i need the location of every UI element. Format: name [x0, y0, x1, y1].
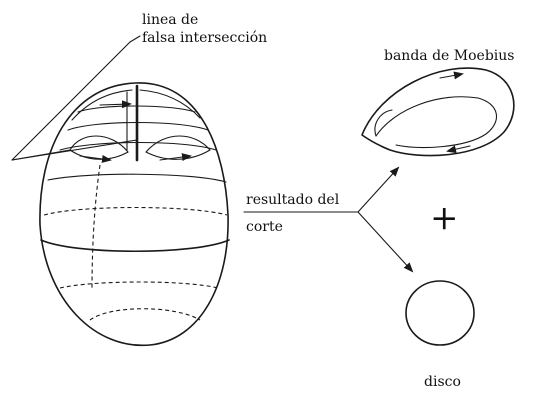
- moebius-arrow-bottom: [446, 145, 471, 154]
- cut-result-label-line2: corte: [246, 219, 283, 235]
- false-intersection-callout: linea de falsa intersección: [11, 12, 267, 161]
- plus-sign: +: [430, 198, 459, 238]
- disk-outline: [405, 280, 475, 346]
- false-intersection-label-line2: falsa intersección: [142, 30, 267, 46]
- cap-ring-3: [59, 141, 217, 151]
- leader-line-2: [11, 41, 131, 161]
- arrow-to-moebius: [357, 166, 400, 213]
- bottom-cap-ring: [89, 308, 201, 321]
- leader-line-1: [129, 35, 141, 43]
- cap-arrow-bottom-right: [159, 153, 192, 162]
- equator-front: [40, 239, 230, 253]
- moebius-outer-edge: [361, 67, 515, 157]
- hidden-seam: [91, 164, 101, 291]
- egg-surface: [39, 82, 230, 347]
- cap-lobe-right: [145, 135, 211, 160]
- cap-right-contour: [139, 89, 201, 119]
- disk: disco: [405, 280, 475, 390]
- moebius-arrow-top: [439, 71, 464, 80]
- hidden-contour-lower: [59, 281, 219, 289]
- cut-result-connector: resultado del corte: [243, 166, 414, 273]
- cut-result-label-line1: resultado del: [246, 192, 340, 208]
- cap-left-contour: [71, 89, 133, 121]
- cap-arrow-bottom-left: [79, 154, 112, 163]
- moebius-band-label: banda de Moebius: [384, 48, 514, 64]
- moebius-twist: [374, 109, 393, 137]
- cap-ring-1: [77, 105, 196, 113]
- moebius-inner-edge: [375, 96, 497, 149]
- band-lower-edge: [47, 173, 227, 183]
- disk-label: disco: [424, 374, 461, 390]
- leader-line-4: [11, 139, 138, 161]
- egg-outline: [39, 82, 229, 347]
- moebius-band: banda de Moebius: [361, 48, 515, 157]
- arrow-to-disk: [357, 211, 414, 273]
- cap-arrow-top: [99, 100, 132, 109]
- cap-lobe-left: [69, 135, 129, 160]
- false-intersection-label-line1: linea de: [142, 12, 198, 28]
- hidden-contour-upper: [43, 206, 228, 216]
